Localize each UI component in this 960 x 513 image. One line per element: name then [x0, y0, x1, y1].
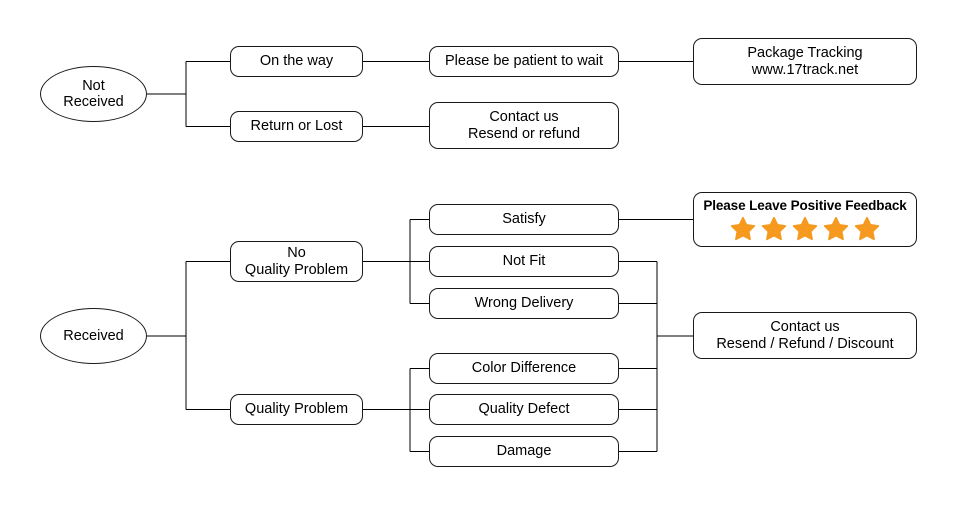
node-satisfy[interactable]: Satisfy — [429, 204, 619, 235]
star-icon[interactable] — [823, 216, 849, 242]
node-quality-defect[interactable]: Quality Defect — [429, 394, 619, 425]
star-icon[interactable] — [761, 216, 787, 242]
node-contact-us-resend-refund[interactable]: Contact us Resend or refund — [429, 102, 619, 149]
feedback-label: Please Leave Positive Feedback — [703, 198, 907, 213]
node-received[interactable]: Received — [40, 308, 147, 364]
star-icon[interactable] — [730, 216, 756, 242]
star-icon[interactable] — [792, 216, 818, 242]
node-contact-us-resend-refund-discount[interactable]: Contact us Resend / Refund / Discount — [693, 312, 917, 359]
star-rating[interactable] — [730, 216, 880, 242]
node-package-tracking[interactable]: Package Tracking www.17track.net — [693, 38, 917, 85]
node-not-fit[interactable]: Not Fit — [429, 246, 619, 277]
node-no-quality-problem[interactable]: No Quality Problem — [230, 241, 363, 282]
node-positive-feedback[interactable]: Please Leave Positive Feedback — [693, 192, 917, 247]
node-damage[interactable]: Damage — [429, 436, 619, 467]
node-color-difference[interactable]: Color Difference — [429, 353, 619, 384]
node-please-be-patient[interactable]: Please be patient to wait — [429, 46, 619, 77]
node-on-the-way[interactable]: On the way — [230, 46, 363, 77]
node-not-received[interactable]: Not Received — [40, 66, 147, 122]
star-icon[interactable] — [854, 216, 880, 242]
node-quality-problem[interactable]: Quality Problem — [230, 394, 363, 425]
node-wrong-delivery[interactable]: Wrong Delivery — [429, 288, 619, 319]
node-return-or-lost[interactable]: Return or Lost — [230, 111, 363, 142]
